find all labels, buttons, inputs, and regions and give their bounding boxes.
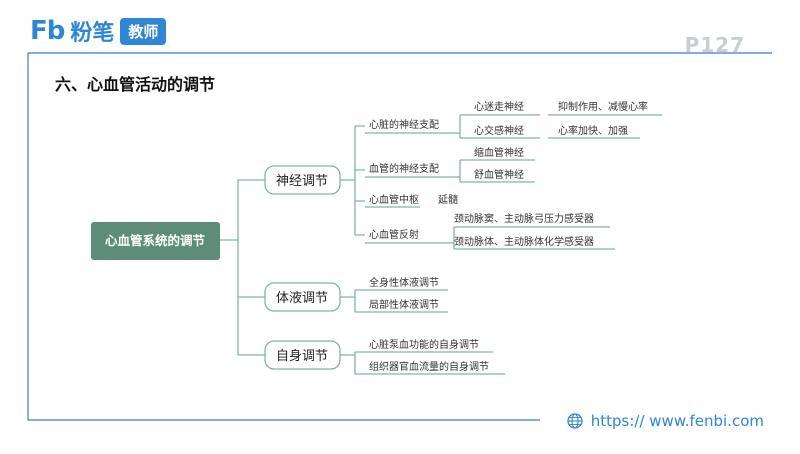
node-heart-innervation: 心脏的神经支配 xyxy=(369,118,439,131)
branch-node-auto xyxy=(264,340,341,370)
logo-brand: 粉笔 xyxy=(70,21,115,46)
node-heart-autoregulation: 心脏泵血功能的自身调节 xyxy=(369,338,479,351)
mindmap-connectors xyxy=(220,114,662,375)
node-baroreceptor: 颈动脉窦、主动脉弓压力感受器 xyxy=(454,212,594,225)
node-vagus-note: 抑制作用、减慢心率 xyxy=(558,100,648,113)
node-cardio-center-note: 延髓 xyxy=(438,193,458,206)
logo-badge: 教师 xyxy=(120,17,167,45)
fenbi-logo: Fb 粉笔 教师 xyxy=(30,16,167,46)
node-cardio-reflex: 心血管反射 xyxy=(369,228,419,241)
node-local-humoral: 局部性体液调节 xyxy=(369,298,439,311)
branch-label-humoral: 体液调节 xyxy=(276,291,328,306)
node-vasodilator: 舒血管神经 xyxy=(474,168,524,181)
logo-mark: Fb xyxy=(30,16,65,46)
node-sympathetic-note: 心率加快、加强 xyxy=(558,124,628,137)
root-label: 心血管系统的调节 xyxy=(105,233,206,248)
node-vessel-innervation: 血管的神经支配 xyxy=(369,162,439,175)
node-tissue-autoregulation: 组织器官血流量的自身调节 xyxy=(369,360,489,373)
node-chemoreceptor: 颈动脉体、主动脉体化学感受器 xyxy=(454,235,594,248)
branch-node-humoral xyxy=(264,282,341,312)
section-title: 六、心血管活动的调节 xyxy=(55,75,216,94)
page-number: P127 xyxy=(684,33,745,57)
node-cardio-center: 心血管中枢 xyxy=(369,193,419,206)
globe-icon xyxy=(567,413,583,429)
node-vagus: 心迷走神经 xyxy=(474,100,524,113)
branch-node-neural xyxy=(264,165,341,195)
node-sympathetic: 心交感神经 xyxy=(474,124,524,137)
node-systemic-humoral: 全身性体液调节 xyxy=(369,276,439,289)
footer-url-text[interactable]: https:// www.fenbi.com xyxy=(590,412,764,430)
node-vasoconstrictor: 缩血管神经 xyxy=(474,146,524,159)
branch-label-auto: 自身调节 xyxy=(276,348,328,364)
root-node xyxy=(91,222,220,260)
footer-url[interactable]: https:// www.fenbi.com xyxy=(567,412,764,430)
branch-label-neural: 神经调节 xyxy=(276,174,328,189)
